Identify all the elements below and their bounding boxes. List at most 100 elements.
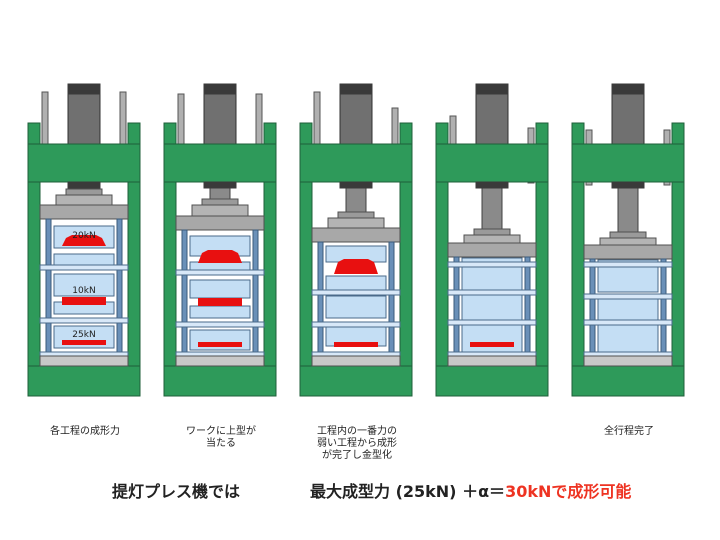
upper-platen (175, 215, 265, 231)
workpiece (198, 250, 242, 263)
ram-head (201, 198, 239, 206)
stripper-plate (39, 317, 129, 324)
ram-step (327, 217, 385, 229)
ram-cap (611, 83, 645, 95)
ram-collar (339, 181, 373, 189)
tie-rod (177, 93, 185, 150)
guide-rod (388, 241, 395, 357)
tie-rod (41, 91, 49, 148)
bolster (175, 355, 265, 367)
formula-text: 最大成型力 (25kN) ＋α＝ (310, 482, 506, 501)
upper-platen (311, 227, 401, 243)
ram-cap (339, 83, 373, 95)
die-block (189, 305, 251, 319)
ram-collar (475, 181, 509, 189)
stage-caption-2: ワークに上型が 当たる (166, 426, 276, 450)
base (435, 365, 549, 397)
stripper-plate (447, 319, 537, 326)
caption-line: が完了し金型化 (322, 450, 392, 461)
base (299, 365, 413, 397)
stripper-plate (175, 269, 265, 276)
workpiece (62, 235, 106, 246)
stripper-plate (447, 289, 537, 296)
stripper-plate (39, 264, 129, 271)
ram-step (55, 194, 113, 206)
caption-line: 全行程完了 (604, 426, 654, 437)
workpiece (470, 342, 514, 347)
ram-collar (67, 181, 101, 189)
crown (571, 143, 685, 183)
stripper-plate (583, 319, 673, 326)
guide-rod (45, 218, 52, 357)
bolster (447, 355, 537, 367)
ram-collar (203, 181, 237, 189)
die-block (597, 321, 659, 353)
die-block (189, 279, 251, 299)
bolster (583, 355, 673, 367)
upper-platen (583, 244, 673, 260)
die-block (597, 295, 659, 321)
stage-caption-1: 各工程の成形力 (30, 426, 140, 438)
tie-rod (313, 91, 321, 148)
caption-line: 各工程の成形力 (50, 426, 120, 437)
guide-rod (252, 229, 259, 357)
force-label: 25kN (72, 330, 95, 340)
ram-cap (203, 83, 237, 95)
workpiece (198, 298, 242, 306)
ram-rod (481, 181, 503, 236)
ram-cap (67, 83, 101, 95)
crown (299, 143, 413, 183)
bolster (311, 355, 401, 367)
ram-step (463, 234, 521, 244)
crown (435, 143, 549, 183)
press-4 (435, 83, 549, 397)
guide-rod (524, 256, 531, 357)
guide-rod (317, 241, 324, 357)
stripper-plate (311, 321, 401, 328)
guide-rod (116, 218, 123, 357)
press-1: 20kN 10kN 25kN (27, 83, 141, 397)
stripper-plate (311, 289, 401, 296)
die-block (325, 295, 387, 319)
caption-line: ワークに上型が (186, 426, 256, 437)
guide-rod (453, 256, 460, 357)
ram-step (599, 237, 657, 246)
die-block (53, 273, 115, 297)
stripper-plate (447, 261, 537, 268)
workpiece (62, 340, 106, 345)
force-label: 10kN (72, 286, 95, 296)
workpiece (198, 342, 242, 347)
stage-caption-3: 工程内の一番力の 弱い工程から成形 が完了し金型化 (302, 426, 412, 462)
workpiece (62, 297, 106, 305)
base (27, 365, 141, 397)
formula-result: 30kNで成形可能 (505, 482, 632, 501)
base (163, 365, 277, 397)
bottom-label: 提灯プレス機では (112, 482, 241, 501)
workpiece (334, 342, 378, 347)
die-block (461, 321, 523, 353)
stage-caption-5: 全行程完了 (574, 426, 684, 438)
ram-head (473, 228, 511, 236)
ram-head (65, 188, 103, 196)
bolster (39, 355, 129, 367)
caption-line: 工程内の一番力の (317, 426, 397, 437)
guide-rod (589, 258, 596, 357)
press-3 (299, 83, 413, 397)
tie-rod (255, 93, 263, 150)
caption-line: 当たる (206, 438, 236, 449)
press-2 (163, 83, 277, 397)
ram-step (191, 204, 249, 217)
force-label: 20kN (72, 231, 95, 241)
upper-platen (39, 204, 129, 220)
guide-rod (181, 229, 188, 357)
ram-collar (611, 181, 645, 189)
stripper-plate (583, 261, 673, 268)
stripper-plate (583, 293, 673, 300)
crown (27, 143, 141, 183)
workpiece (334, 259, 378, 274)
die-block (461, 291, 523, 321)
ram-rod (617, 181, 639, 239)
stripper-plate (175, 321, 265, 328)
ram-head (609, 231, 647, 239)
